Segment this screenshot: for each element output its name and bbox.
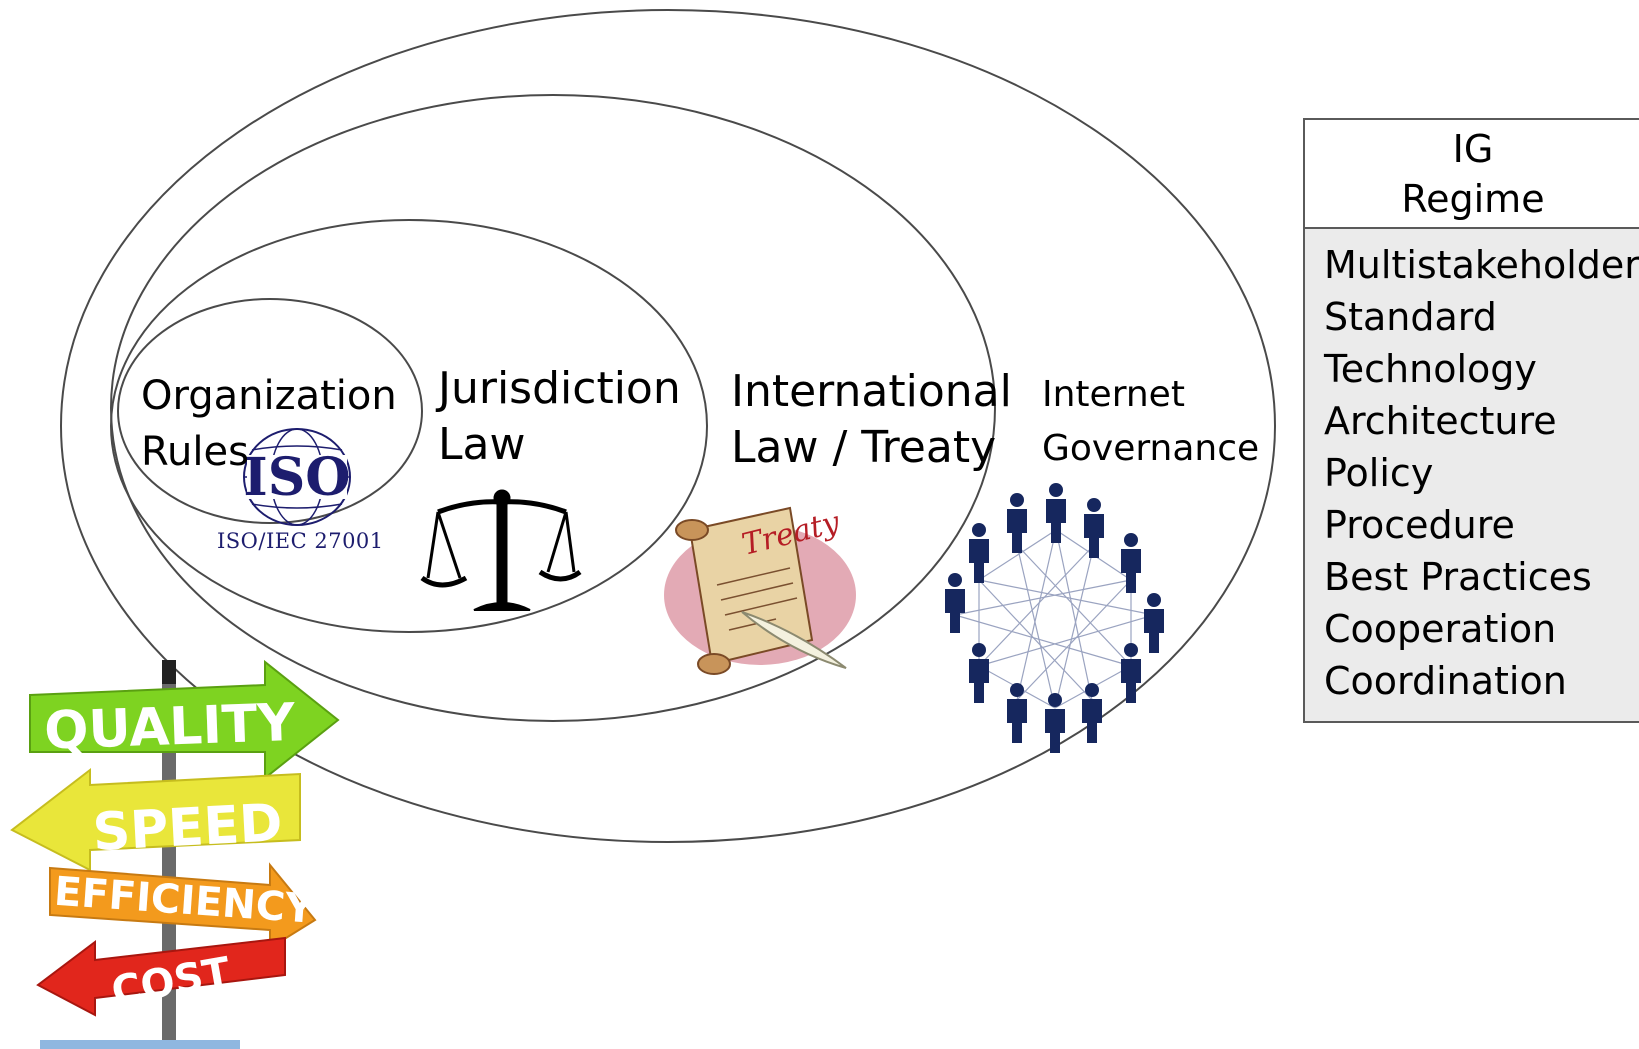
jurisdiction-label-line2: Law bbox=[438, 419, 526, 470]
sign-speed: SPEED bbox=[10, 767, 301, 872]
sign-cost: COST bbox=[36, 936, 286, 1017]
person-figure bbox=[1007, 683, 1027, 743]
ig-regime-item: Architecture bbox=[1324, 399, 1557, 443]
internet-governance-label: Internet Governance bbox=[1042, 368, 1259, 476]
ig-regime-header-line1: IG bbox=[1452, 127, 1494, 171]
jurisdiction-label-line1: Jurisdiction bbox=[438, 363, 681, 414]
jurisdiction-law-ellipse bbox=[110, 219, 708, 633]
ig-regime-item: Cooperation bbox=[1324, 607, 1557, 651]
sign-speed-label: SPEED bbox=[91, 793, 284, 863]
sign-efficiency: EFFICIENCY bbox=[49, 862, 317, 950]
international-label-line1: International bbox=[731, 366, 1012, 417]
internet-label-line1: Internet bbox=[1042, 374, 1185, 415]
person-figure bbox=[945, 573, 965, 633]
international-law-label: International Law / Treaty bbox=[731, 364, 1012, 476]
iso-logo-text: ISO bbox=[243, 447, 350, 508]
international-label-line2: Law / Treaty bbox=[731, 422, 997, 473]
ig-regime-item: Policy bbox=[1324, 451, 1434, 495]
scales-of-justice-icon bbox=[420, 489, 582, 611]
ig-regime-list: Multistakeholder Standard Technology Arc… bbox=[1305, 229, 1639, 707]
ig-regime-item: Technology bbox=[1324, 347, 1537, 391]
internet-governance-ellipse bbox=[60, 9, 1276, 843]
person-figure bbox=[969, 523, 989, 583]
person-figure bbox=[1121, 643, 1141, 703]
organization-rules-label: Organization Rules bbox=[141, 368, 397, 480]
ig-regime-header: IG Regime bbox=[1305, 120, 1639, 229]
person-figure bbox=[1045, 693, 1065, 753]
ig-regime-item: Procedure bbox=[1324, 503, 1515, 547]
ig-regime-item: Best Practices bbox=[1324, 555, 1592, 599]
people-network-icon bbox=[945, 483, 1164, 753]
ig-regime-box: IG Regime Multistakeholder Standard Tech… bbox=[1303, 118, 1639, 723]
treaty-scroll-icon: Treaty bbox=[664, 505, 856, 675]
ig-regime-item: Coordination bbox=[1324, 659, 1567, 703]
person-figure bbox=[1007, 493, 1027, 553]
signpost-icon: QUALITY SPEED EFFICIENCY COST bbox=[10, 659, 340, 1049]
organization-rules-ellipse bbox=[117, 298, 423, 524]
person-figure bbox=[1046, 483, 1066, 543]
jurisdiction-law-label: Jurisdiction Law bbox=[438, 361, 681, 473]
organization-label-line2: Rules bbox=[141, 429, 249, 475]
ig-regime-item: Standard bbox=[1324, 295, 1497, 339]
person-figure bbox=[1084, 498, 1104, 558]
person-figure bbox=[1144, 593, 1164, 653]
ig-regime-header-line2: Regime bbox=[1401, 177, 1545, 221]
iso-caption: ISO/IEC 27001 bbox=[217, 529, 384, 553]
sign-quality: QUALITY bbox=[29, 659, 340, 781]
international-law-ellipse bbox=[110, 94, 996, 722]
ig-regime-item: Multistakeholder bbox=[1324, 243, 1639, 287]
internet-label-line2: Governance bbox=[1042, 428, 1260, 469]
person-figure bbox=[1121, 533, 1141, 593]
organization-label-line1: Organization bbox=[141, 373, 397, 419]
sign-quality-label: QUALITY bbox=[43, 693, 297, 762]
person-figure bbox=[969, 643, 989, 703]
person-figure bbox=[1082, 683, 1102, 743]
iso-logo-icon: ISO bbox=[243, 428, 351, 526]
